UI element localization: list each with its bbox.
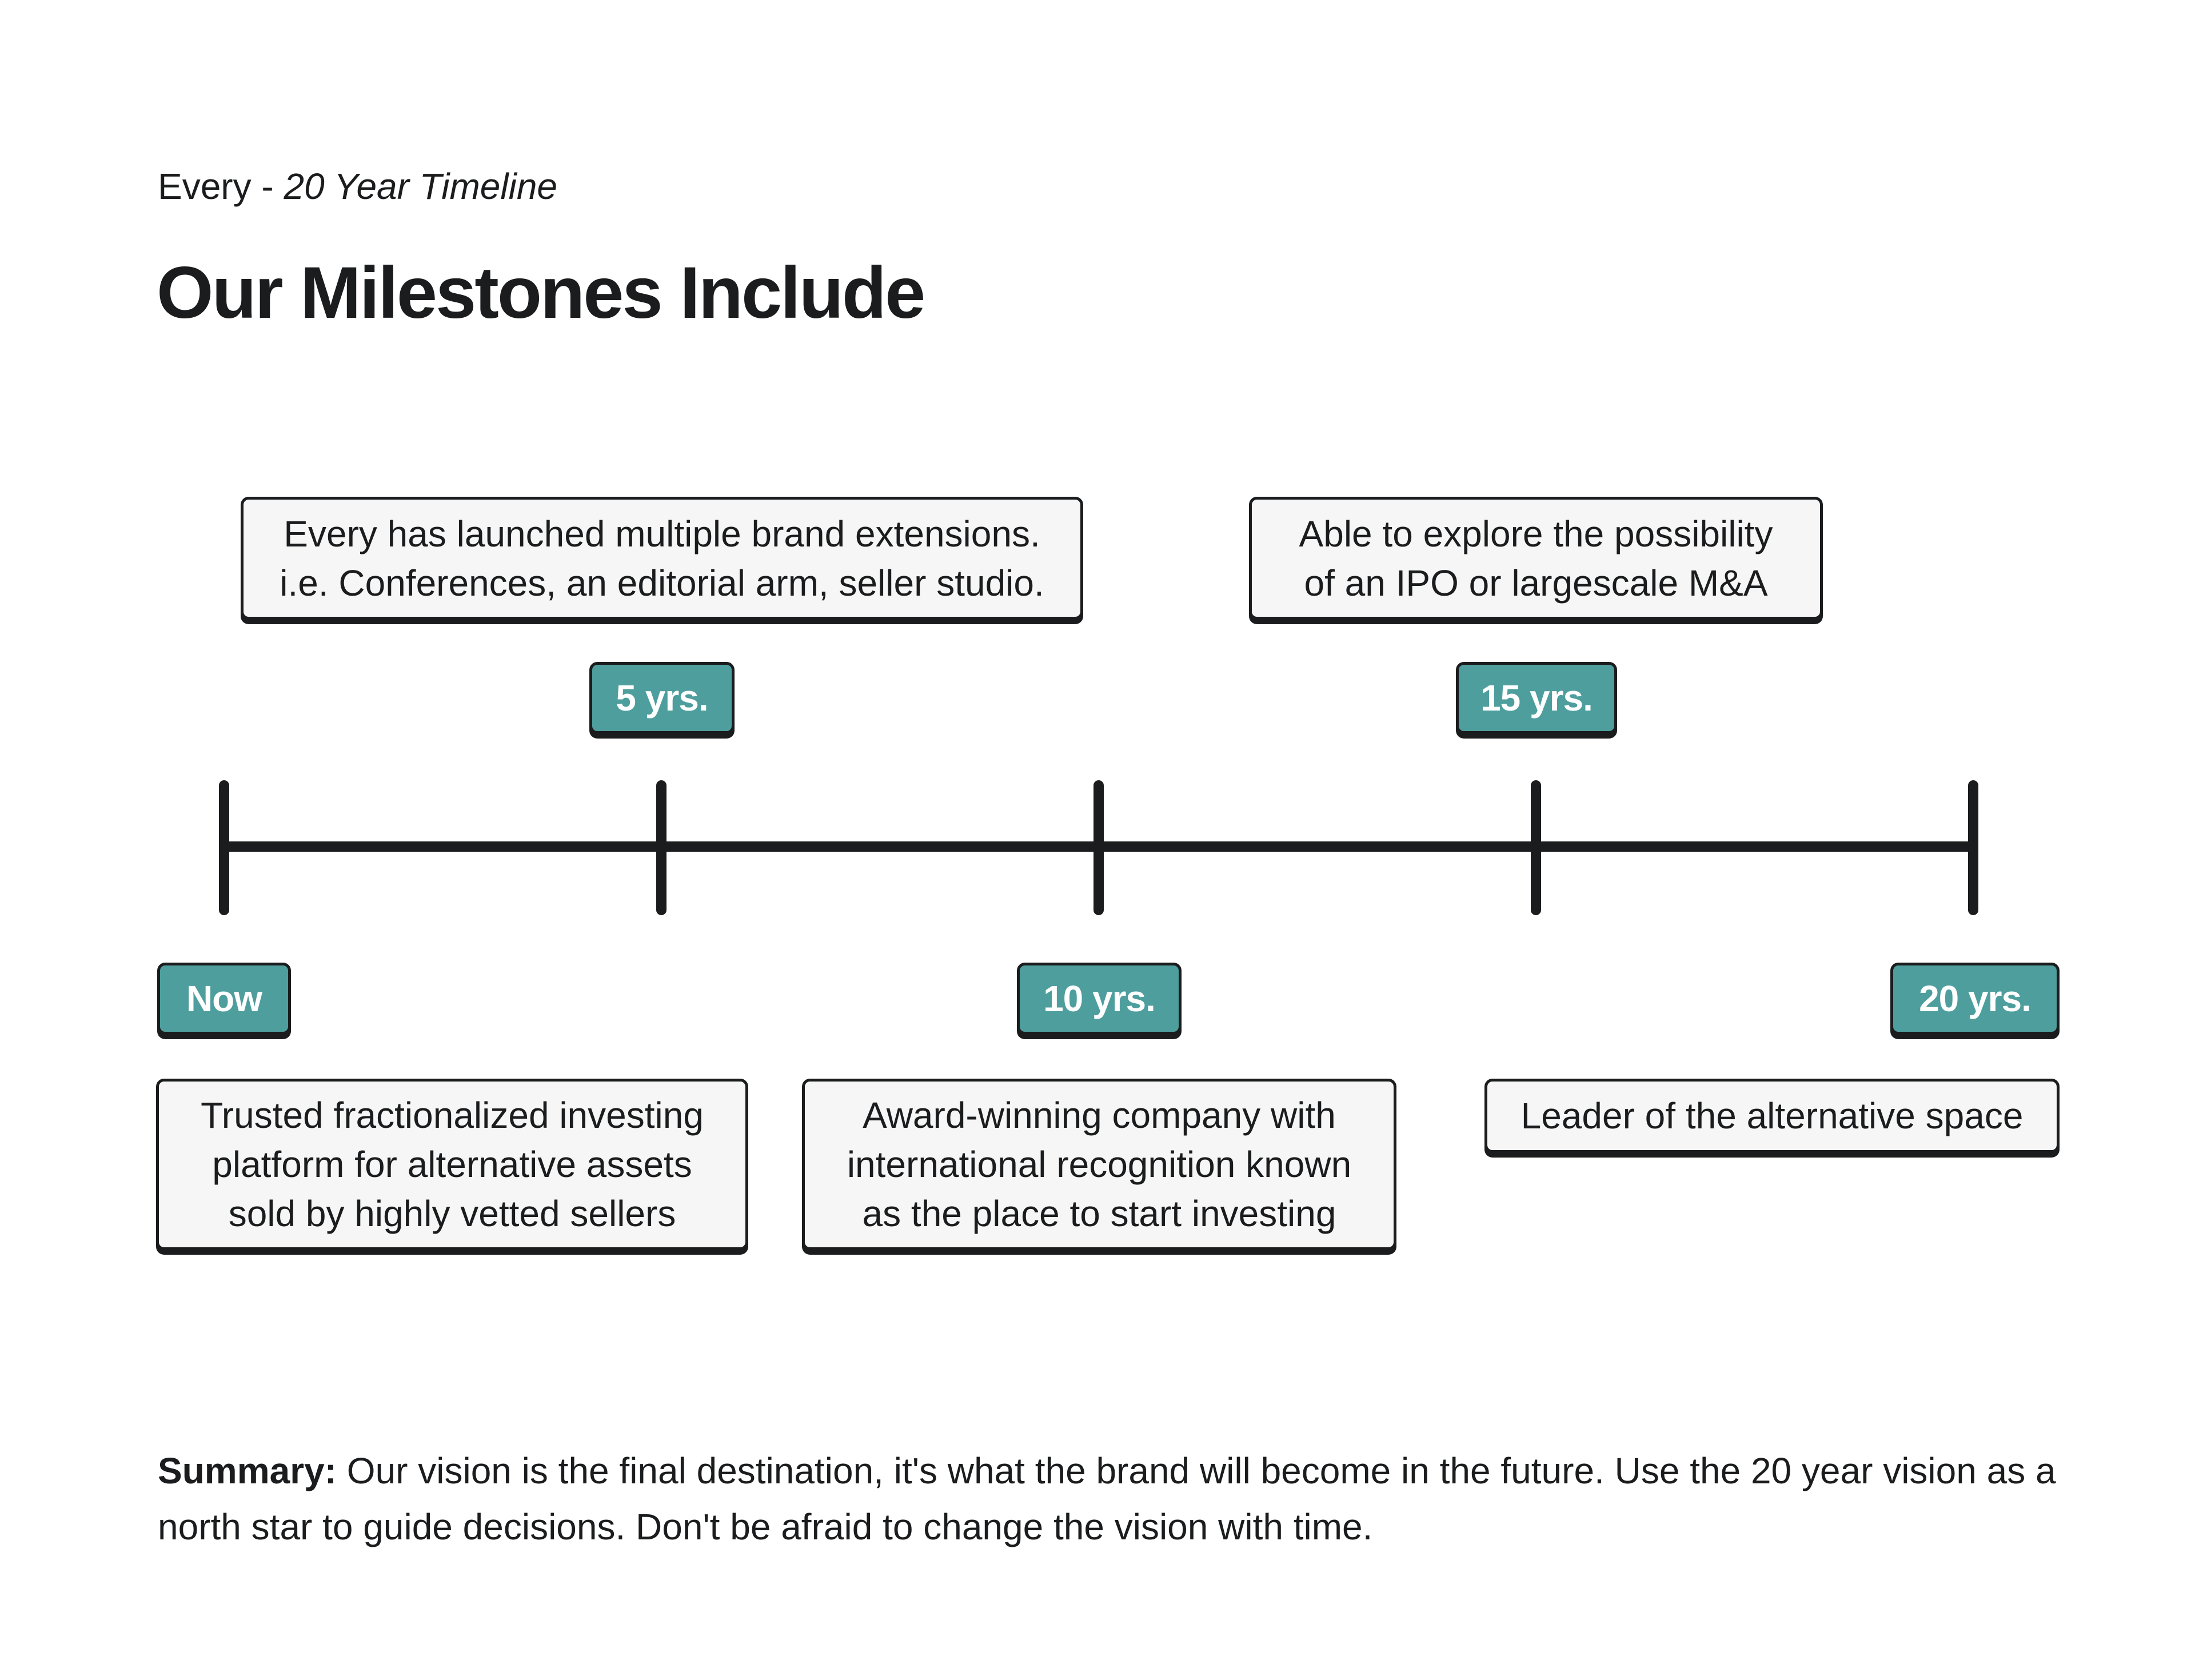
milestone-10-text: Award-winning company with international… [847,1095,1352,1234]
milestone-10-tag: 10 yrs. [1017,963,1182,1035]
milestone-5-text: Every has launched multiple brand extens… [280,513,1044,604]
milestone-15-description: Able to explore the possibility of an IP… [1249,497,1823,620]
eyebrow: Every - 20 Year Timeline [158,163,557,209]
milestone-20-text: Leader of the alternative space [1520,1095,2024,1136]
milestone-20-description: Leader of the alternative space [1484,1079,2060,1153]
summary-text: Our vision is the final destination, it'… [158,1450,2056,1547]
eyebrow-subtitle: 20 Year Timeline [284,166,557,207]
milestone-5-description: Every has launched multiple brand extens… [241,497,1083,620]
summary-lead: Summary: [158,1450,337,1491]
summary-paragraph: Summary: Our vision is the final destina… [158,1443,2061,1555]
milestone-now-description: Trusted fractionalized investing platfor… [156,1079,748,1250]
eyebrow-brand: Every - [158,166,284,207]
milestone-now-text: Trusted fractionalized investing platfor… [201,1095,704,1234]
page-title: Our Milestones Include [157,252,925,334]
milestone-15-text: Able to explore the possibility of an IP… [1299,513,1773,604]
milestone-now-tag: Now [157,963,291,1035]
milestone-15-tag: 15 yrs. [1456,662,1617,734]
milestone-10-description: Award-winning company with international… [802,1079,1396,1250]
milestone-20-tag: 20 yrs. [1890,963,2060,1035]
milestone-5-tag: 5 yrs. [589,662,735,734]
